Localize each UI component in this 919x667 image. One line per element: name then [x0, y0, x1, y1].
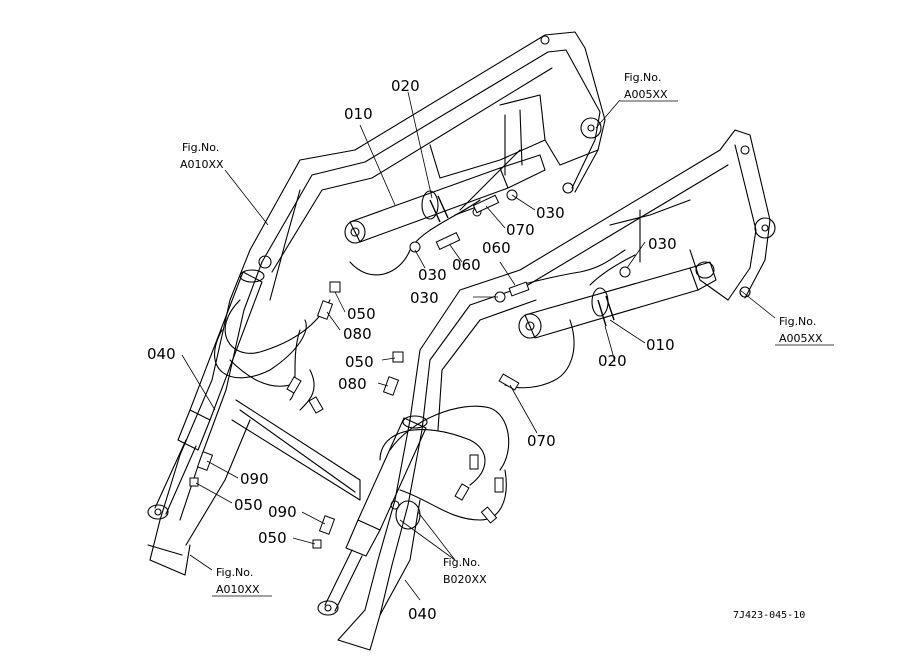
svg-text:A005XX: A005XX — [779, 332, 823, 345]
svg-text:A010XX: A010XX — [216, 583, 260, 596]
svg-text:Fig.No.: Fig.No. — [182, 141, 219, 154]
callout-020-right: 020 — [598, 352, 627, 370]
callout-080-a: 080 — [343, 325, 372, 343]
lift-cylinder-040-right — [317, 415, 428, 616]
callout-010-left: 010 — [344, 105, 373, 123]
callout-090-b: 090 — [268, 503, 297, 521]
callout-070-right: 070 — [527, 432, 556, 450]
callout-030-a: 030 — [536, 204, 565, 222]
leader-lines — [181, 91, 776, 601]
hydraulic-hoses — [214, 149, 636, 521]
loader-frame-right-arm — [337, 129, 776, 651]
svg-text:A005XX: A005XX — [624, 88, 668, 101]
callout-020-left: 020 — [391, 77, 420, 95]
callout-030-c: 030 — [410, 289, 439, 307]
bucket-cylinder-010-right — [518, 261, 717, 339]
callout-010-right: 010 — [646, 336, 675, 354]
callout-050-d: 050 — [258, 529, 287, 547]
callout-040-left: 040 — [147, 345, 176, 363]
callout-040-right: 040 — [408, 605, 437, 623]
callout-060-right: 060 — [482, 239, 511, 257]
callout-050-c: 050 — [234, 496, 263, 514]
drawing-code: 7J423-045-10 — [733, 610, 805, 621]
callout-050-a: 050 — [347, 305, 376, 323]
fig-ref-a010xx-bottom: Fig.No. A010XX — [212, 566, 272, 597]
svg-text:A010XX: A010XX — [180, 158, 224, 171]
callout-labels: 010 020 030 070 030 060 030 060 030 050 … — [147, 77, 677, 623]
fig-ref-b020xx: Fig.No. B020XX — [443, 556, 487, 586]
figure-references: Fig.No. A005XX Fig.No. A010XX Fig.No. A0… — [180, 71, 834, 597]
callout-070-left: 070 — [506, 221, 535, 239]
lift-cylinder-040-left — [147, 269, 265, 520]
fig-ref-a005xx-top: Fig.No. A005XX — [620, 71, 678, 102]
loader-frame-left-arm — [147, 31, 606, 576]
bucket-cylinder-010-left — [344, 154, 546, 244]
svg-text:Fig.No.: Fig.No. — [624, 71, 661, 84]
callout-060-left: 060 — [452, 256, 481, 274]
svg-text:Fig.No.: Fig.No. — [443, 556, 480, 569]
callout-030-d: 030 — [648, 235, 677, 253]
fig-ref-a005xx-right: Fig.No. A005XX — [775, 315, 834, 346]
svg-text:Fig.No.: Fig.No. — [216, 566, 253, 579]
svg-text:B020XX: B020XX — [443, 573, 487, 586]
fig-ref-a010xx-top: Fig.No. A010XX — [180, 141, 224, 171]
callout-080-b: 080 — [338, 375, 367, 393]
callout-030-b: 030 — [418, 266, 447, 284]
hose-fittings — [189, 189, 631, 549]
callout-090-a: 090 — [240, 470, 269, 488]
svg-text:Fig.No.: Fig.No. — [779, 315, 816, 328]
callout-050-b: 050 — [345, 353, 374, 371]
